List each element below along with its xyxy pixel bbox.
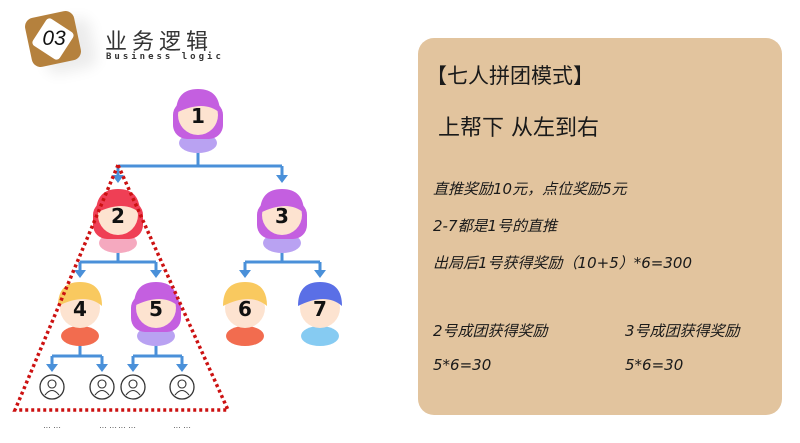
page-title: 业务逻辑 [105, 30, 214, 55]
avatar-node-4: 4 [58, 282, 102, 346]
user-body [174, 389, 190, 396]
shirt [226, 326, 264, 346]
rule-line: 2-7都是1号的直推 [433, 217, 558, 235]
connector [127, 340, 188, 372]
placeholder-label: ... ... [173, 421, 191, 430]
hair [260, 189, 304, 213]
hair [223, 282, 267, 306]
hair [134, 282, 178, 306]
avatar-node-1: 1 [173, 89, 223, 153]
hair [298, 282, 342, 306]
avatar-node-6: 6 [223, 282, 267, 346]
reward3-value: 5*6=30 [625, 356, 684, 374]
user-placeholder-icon [89, 374, 115, 400]
user-body [44, 389, 60, 396]
arrow-icon [112, 175, 124, 183]
rules-panel: 【七人拼团模式】 上帮下 从左到右 直推奖励10元，点位奖励5元 2-7都是1号… [418, 38, 782, 415]
empty-slot: ... ... [89, 374, 117, 430]
arrow-icon [239, 270, 251, 278]
shirt [61, 326, 99, 346]
shirt [301, 326, 339, 346]
section-number: 03 [42, 27, 66, 50]
hair [176, 89, 220, 113]
empty-slot: ... ... [169, 374, 195, 430]
connector [46, 340, 108, 372]
reward3-title: 3号成团获得奖励 [625, 322, 740, 340]
arrow-icon [276, 175, 288, 183]
placeholder-label: ... ... [118, 421, 136, 430]
user-body [94, 389, 110, 396]
page-subtitle: Business logic [106, 52, 224, 62]
user-body [125, 389, 141, 396]
user-placeholder-icon [39, 374, 65, 400]
empty-slot: ... ... [39, 374, 65, 430]
arrow-icon [176, 364, 188, 372]
node-number: 5 [149, 297, 163, 321]
arrow-icon [96, 364, 108, 372]
user-placeholder-icon [169, 374, 195, 400]
connector [112, 152, 288, 183]
node-number: 3 [275, 204, 289, 228]
arrow-icon [127, 364, 139, 372]
node-number: 6 [238, 297, 252, 321]
arrow-icon [150, 270, 162, 278]
avatar-node-2: 2 [93, 189, 143, 253]
node-number: 1 [191, 104, 205, 128]
panel-subheading: 上帮下 从左到右 [438, 116, 599, 141]
avatar-node-3: 3 [257, 189, 307, 253]
rule-line: 出局后1号获得奖励（10+5）*6=300 [433, 254, 692, 272]
placeholder-label: ... ... [43, 421, 61, 430]
user-head [177, 379, 187, 389]
reward2-value: 5*6=30 [433, 356, 492, 374]
avatar-node-7: 7 [298, 282, 342, 346]
node-number: 4 [73, 297, 87, 321]
placeholder-label: ... ... [99, 421, 117, 430]
arrow-icon [74, 270, 86, 278]
arrow-icon [46, 364, 58, 372]
rule-line: 直推奖励10元，点位奖励5元 [433, 180, 627, 198]
user-head [97, 379, 107, 389]
node-number: 7 [313, 297, 327, 321]
arrow-icon [314, 270, 326, 278]
user-head [128, 379, 138, 389]
reward2-title: 2号成团获得奖励 [433, 322, 548, 340]
user-head [47, 379, 57, 389]
panel-heading: 【七人拼团模式】 [426, 64, 594, 88]
empty-slot: ... ... [118, 374, 146, 430]
node-number: 2 [111, 204, 125, 228]
team-highlight-triangle [12, 160, 231, 412]
user-placeholder-icon [120, 374, 146, 400]
hair [58, 282, 102, 306]
avatar-node-5: 5 [131, 282, 181, 346]
